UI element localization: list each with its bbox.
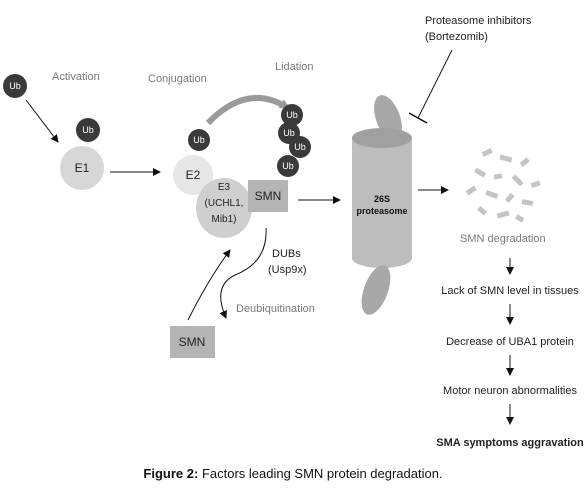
e1-circle bbox=[60, 146, 104, 190]
e2-circle bbox=[173, 155, 213, 195]
e3-label-3: Mib1) bbox=[211, 214, 236, 225]
inhibition-line bbox=[417, 49, 453, 119]
fragment bbox=[485, 190, 499, 199]
dubs-label-1: DUBs bbox=[272, 248, 301, 260]
ub-e2-label: Ub bbox=[193, 135, 205, 145]
ub-chain-label-1: Ub bbox=[286, 110, 298, 120]
fragment bbox=[515, 214, 525, 223]
ub-chain-label-3: Ub bbox=[294, 142, 306, 152]
cascade-smn-degradation: SMN degradation bbox=[460, 233, 546, 245]
dubs-label-2: (Usp9x) bbox=[268, 264, 307, 276]
ub-chain-circle-1 bbox=[281, 104, 303, 126]
proteasome-body-bottom bbox=[352, 248, 412, 268]
ub-chain-circle-3 bbox=[289, 136, 311, 158]
inhibitors-label-2: (Bortezomib) bbox=[425, 31, 488, 43]
fragment bbox=[493, 173, 503, 180]
figure-caption: Figure 2: Factors leading SMN protein de… bbox=[0, 466, 586, 481]
ub-e2-circle bbox=[188, 129, 210, 151]
cascade-decrease-uba1: Decrease of UBA1 protein bbox=[446, 336, 574, 348]
proteasome-body-top bbox=[352, 128, 412, 148]
label-conjugation: Conjugation bbox=[148, 73, 207, 85]
ub-chain-circle-4 bbox=[277, 155, 299, 177]
inhibitors-label-1: Proteasome inhibitors bbox=[425, 15, 532, 27]
inhibition-bar bbox=[408, 112, 428, 124]
arrow-ub-to-e1 bbox=[25, 99, 59, 143]
label-deubiquitination: Deubiquitination bbox=[236, 303, 315, 315]
proteasome-label-1: 26S bbox=[374, 194, 390, 204]
fragment bbox=[511, 174, 524, 187]
fragment bbox=[519, 157, 530, 167]
cascade-lack-of-smn: Lack of SMN level in tissues bbox=[441, 285, 579, 297]
e1-label: E1 bbox=[75, 161, 90, 175]
e3-label-1: E3 bbox=[218, 182, 231, 193]
figure-caption-text: Factors leading SMN protein degradation. bbox=[201, 466, 443, 481]
ub-chain-label-2: Ub bbox=[283, 128, 295, 138]
degraded-fragments bbox=[465, 148, 541, 223]
fragment bbox=[530, 180, 541, 189]
proteasome-body bbox=[352, 138, 412, 258]
ub-e1-label: Ub bbox=[82, 125, 94, 135]
fragment bbox=[504, 192, 515, 203]
e3-label-2: (UCHL1, bbox=[205, 198, 244, 209]
fragment bbox=[481, 148, 493, 157]
ub-chain-label-4: Ub bbox=[282, 161, 294, 171]
proteasome: 26S proteasome bbox=[352, 95, 412, 315]
arrow-smn-free-to-e3 bbox=[187, 249, 231, 321]
fragment bbox=[465, 185, 477, 196]
fragment bbox=[496, 210, 510, 219]
fragment bbox=[521, 199, 534, 206]
smn-e3-label: SMN bbox=[255, 189, 282, 203]
label-lidation: Lidation bbox=[275, 61, 314, 73]
cascade-motor-neuron: Motor neuron abnormalities bbox=[443, 385, 577, 397]
smn-free-box bbox=[170, 326, 215, 358]
smn-free-label: SMN bbox=[179, 335, 206, 349]
figure-caption-label: Figure 2: bbox=[143, 466, 199, 481]
cascade-sma-symptoms: SMA symptoms aggravation bbox=[436, 437, 584, 449]
ub-free-label: Ub bbox=[9, 81, 21, 91]
e3-ellipse bbox=[196, 178, 252, 238]
fragment bbox=[499, 154, 513, 163]
arrow-deubiquitination bbox=[219, 227, 267, 319]
ub-e1-circle bbox=[76, 118, 100, 142]
e2-label: E2 bbox=[186, 168, 201, 182]
ub-free-circle bbox=[3, 74, 27, 98]
fragment bbox=[474, 167, 487, 178]
lidation-arrow bbox=[205, 94, 290, 126]
smn-e3-box bbox=[248, 180, 288, 212]
fragment bbox=[477, 205, 488, 216]
proteasome-label-2: proteasome bbox=[356, 206, 407, 216]
label-activation: Activation bbox=[52, 71, 100, 83]
proteasome-cap-bottom bbox=[361, 265, 391, 315]
